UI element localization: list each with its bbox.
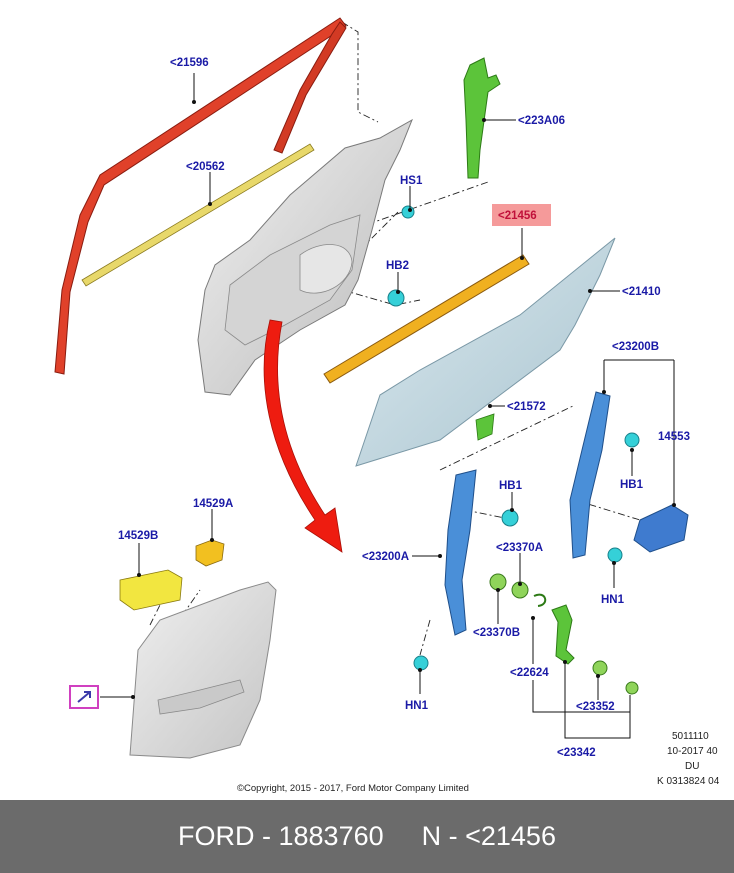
ring-23370b [489,573,507,591]
footer-reference: N - <21456 [421,821,556,851]
door-cutout [299,244,353,294]
footer-part-number: FORD - 1883760 [178,821,384,851]
label-HN1-front: HN1 [405,700,429,712]
beltline-weatherstrip-inner [81,143,315,287]
label-23200A: <23200A [362,551,409,563]
label-14529B: 14529B [118,530,158,542]
label-23200B: <23200B [612,341,659,353]
label-21596: <21596 [170,57,209,69]
catalog-meta: 5011110 10-2017 40 DU K 0313824 04 [657,731,720,787]
label-23370B: <23370B [473,627,520,639]
crank-knob [592,660,608,676]
switch-14529b [119,569,183,611]
window-regulator-front [444,469,477,636]
door-trim-panel [129,581,277,759]
fastener-hb1-rear [624,432,640,448]
belt-weatherstrip-outer [323,254,530,384]
door-trim-armrest [157,679,245,715]
label-23370A: <23370A [496,542,543,554]
red-direction-arrow [263,319,343,553]
meta-line-3: DU [685,761,699,772]
footer-bar: FORD - 1883760 N - <21456 [0,800,734,873]
fastener-hn1-rear [607,547,623,563]
door-frame-seal-rear [273,21,347,154]
door-glass [355,237,616,467]
label-223A06: <223A06 [518,115,565,127]
leader-lines [100,73,676,739]
fastener-hs1 [401,205,415,219]
highlight-21456 [492,204,551,226]
fastener-hb2 [387,289,405,307]
meta-line-1: 5011110 [672,731,709,742]
window-regulator-rear [569,391,611,559]
window-motor [633,504,689,553]
link-arrow-icon[interactable] [77,691,91,703]
label-14553: 14553 [658,431,690,443]
label-20562: <20562 [186,161,225,173]
label-21572: <21572 [507,401,546,413]
label-23342: <23342 [557,747,596,759]
copyright-notice: ©Copyright, 2015 - 2017, Ford Motor Comp… [237,783,469,794]
part-labels: <21596 <20562 <223A06 HS1 <21456 HB2 <21… [118,57,690,759]
label-23352: <23352 [576,701,615,713]
switch-14529a [195,539,225,567]
crank-cap [625,681,639,695]
meta-line-4: K 0313824 04 [657,776,720,787]
spring-clip [533,593,547,607]
link-box[interactable] [69,685,99,709]
fastener-hn1-front [413,655,429,671]
door-parts-diagram: <21596 <20562 <223A06 HS1 <21456 HB2 <21… [54,17,720,794]
meta-line-2: 10-2017 40 [667,746,718,757]
label-HB1-rear: HB1 [620,479,644,491]
glass-bracket [475,413,495,441]
window-crank-handle [551,604,575,665]
label-HB2: HB2 [386,260,409,272]
glass-run-channel [463,57,501,179]
label-22624: <22624 [510,667,549,679]
door-frame-seal [54,17,347,375]
label-HN1-rear: HN1 [601,594,625,606]
label-14529A: 14529A [193,498,233,510]
label-21456: <21456 [498,210,537,222]
label-HB1-front: HB1 [499,480,523,492]
fastener-hb1-front [501,509,519,527]
label-HS1: HS1 [400,175,423,187]
fasteners [387,205,640,671]
label-21410: <21410 [622,286,661,298]
